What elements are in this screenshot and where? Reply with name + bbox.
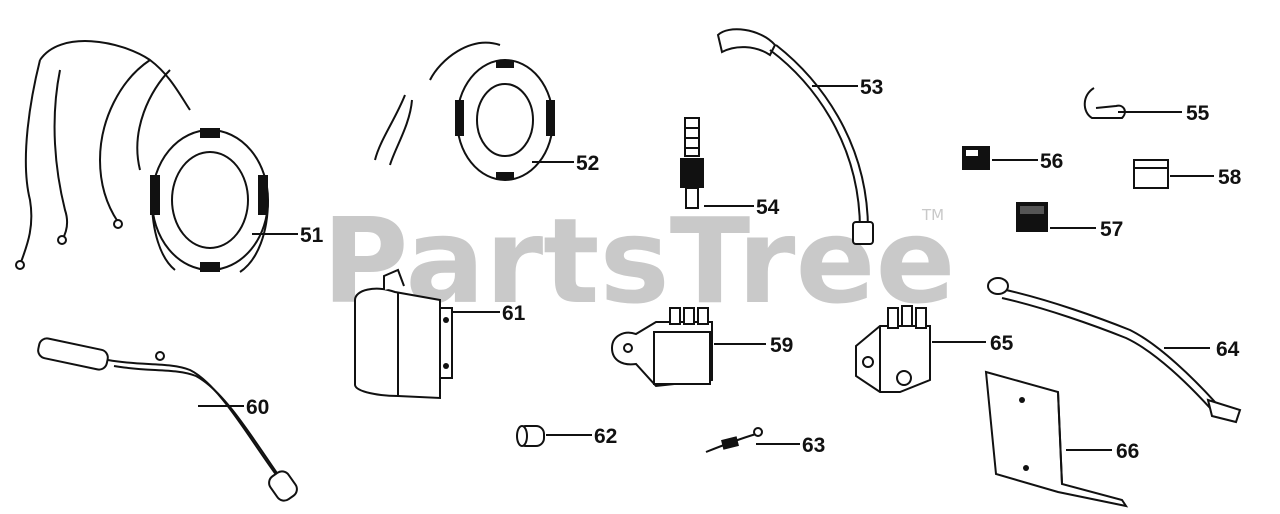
callout-62[interactable]: 62 [594,425,617,448]
callout-52[interactable]: 52 [576,152,599,175]
part-65-regulator[interactable] [855,305,931,393]
part-55-clip[interactable] [1083,87,1126,119]
callout-51[interactable]: 51 [300,224,324,247]
callout-54[interactable]: 54 [756,196,780,219]
part-51-stator[interactable] [15,40,269,273]
part-59-rectifier[interactable] [610,307,713,388]
part-58-box[interactable] [1133,159,1169,189]
part-64-ground-strap[interactable] [987,277,1242,424]
callout-64[interactable]: 64 [1216,338,1240,361]
callout-55[interactable]: 55 [1186,102,1210,125]
callout-65[interactable]: 65 [990,332,1014,355]
part-63-connector[interactable] [705,427,763,453]
part-53-spark-plug-wire[interactable] [716,28,874,245]
callout-60[interactable]: 60 [246,396,269,419]
callout-53[interactable]: 53 [860,76,883,99]
part-56-block[interactable] [962,146,990,170]
part-54-spark-plug[interactable] [680,117,704,209]
callout-63[interactable]: 63 [802,434,825,457]
watermark-trademark: TM [921,206,944,224]
part-61-ignition-coil[interactable] [354,268,453,400]
callout-58[interactable]: 58 [1218,166,1242,189]
part-66-bracket[interactable] [984,370,1129,508]
part-60-wire[interactable] [37,337,300,504]
callout-59[interactable]: 59 [770,334,793,357]
part-52-stator[interactable] [374,41,555,181]
part-62-bushing[interactable] [516,425,545,447]
callout-61[interactable]: 61 [502,302,526,325]
callout-56[interactable]: 56 [1040,150,1063,173]
callout-66[interactable]: 66 [1116,440,1139,463]
part-57-pad[interactable] [1016,202,1048,232]
callout-57[interactable]: 57 [1100,218,1123,241]
